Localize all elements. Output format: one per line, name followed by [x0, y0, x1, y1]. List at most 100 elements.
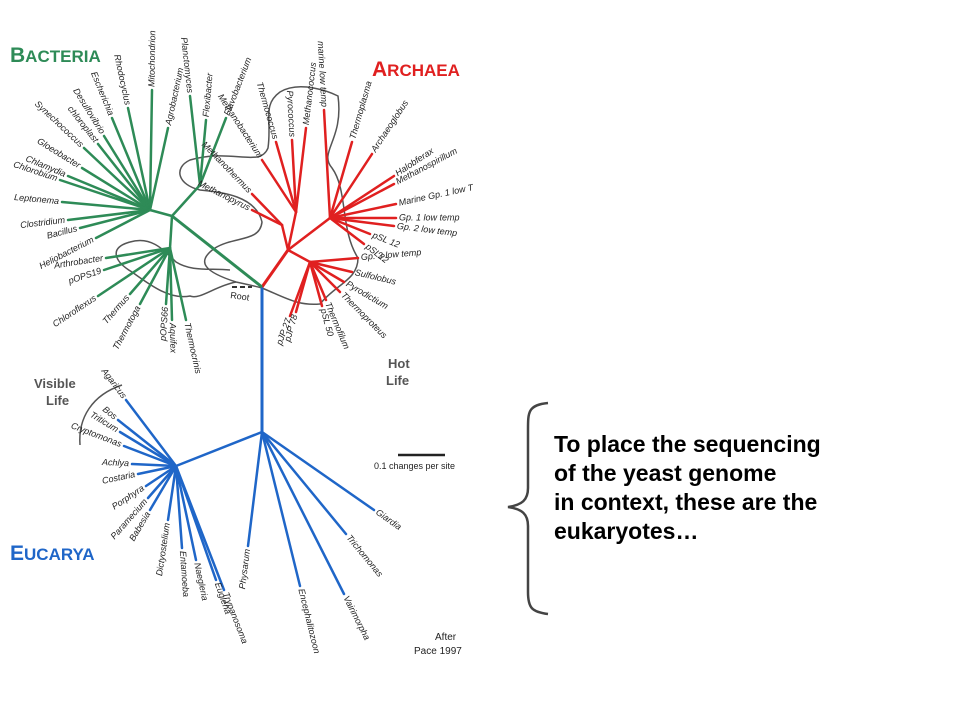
branch-trypanosoma — [174, 464, 226, 592]
taxon-label-pops66: pOPS66 — [158, 307, 170, 343]
taxon-label-thermococcus: Thermococcus — [255, 81, 281, 141]
branch-naegleria — [174, 464, 198, 562]
taxon-label-pyrococcus: Pyrococcus — [285, 90, 298, 137]
branch-heliobacterium — [94, 208, 152, 240]
branch-cryptomonas — [122, 444, 178, 468]
branch-bos — [116, 418, 178, 468]
taxon-label-trypanosoma: Trypanosoma — [221, 591, 250, 645]
branch-psl-12 — [328, 216, 372, 236]
archaea-domain-title: ARCHAEA — [372, 58, 460, 81]
taxon-label-thermocrinis: Thermocrinis — [182, 322, 203, 375]
taxon-label-dictyostelium: Dictyostelium — [154, 522, 172, 577]
root-to-archaea-branch — [260, 249, 290, 288]
taxon-label-chloroflexus: Chloroflexus — [51, 293, 99, 329]
branch-marine-low-temp — [322, 108, 332, 220]
eucarya-domain-title: EUCARYA — [10, 542, 95, 565]
branch-desulfovibrio — [102, 134, 152, 212]
hot-life-outline — [179, 86, 359, 306]
branch-synechococcus — [82, 146, 152, 212]
taxon-label-agrobacterium: Agrobacterium — [163, 66, 186, 127]
taxon-label-methanococcus: Methanococcus — [301, 61, 318, 125]
branch-thermoproteus — [308, 260, 342, 294]
branch-pops19 — [102, 246, 172, 272]
archaea-internal-branch-1 — [286, 216, 332, 252]
branch-thermocrinis — [168, 246, 188, 322]
bacteria-domain-title: BACTERIA — [10, 44, 101, 67]
branch-pjp-27 — [288, 260, 312, 318]
branch-methanopyrus — [250, 208, 284, 227]
branch-triticum — [118, 430, 178, 468]
branch-thermococcus — [274, 140, 298, 214]
branch-planctomyces — [188, 94, 202, 187]
hot-life-label-line2: Life — [386, 373, 409, 388]
tree-branches — [58, 88, 398, 596]
caption-line-4: eukaryotes… — [554, 518, 699, 544]
caption: To place the sequencing of the yeast gen… — [554, 430, 954, 546]
branch-psl22 — [328, 216, 366, 246]
taxon-label-achlya: Achlya — [101, 457, 129, 468]
visible-life-label-line2: Life — [46, 393, 69, 408]
taxon-label-agaricus: Agaricus — [99, 366, 129, 401]
branch-agaricus — [124, 398, 178, 468]
visible-life-label-line1: Visible — [34, 376, 76, 391]
taxon-label-encephalitozoon: Encephalitozoon — [296, 588, 322, 655]
bacteria-internal-branch-1 — [168, 214, 174, 250]
branch-encephalitozoon — [260, 430, 302, 588]
taxon-label-rhodocyclus: Rhodocyclus — [112, 54, 133, 107]
bacteria-internal-branch-0 — [148, 208, 174, 218]
branch-leptonema — [60, 200, 152, 212]
archaea-internal-branch-0 — [286, 210, 298, 252]
citation-line1: After — [435, 632, 457, 643]
branch-rhodocyclus — [126, 106, 152, 212]
branch-costaria — [136, 464, 178, 476]
branch-paramecium — [146, 464, 178, 500]
branch-aquifex — [168, 246, 174, 322]
branch-entamoeba — [174, 464, 184, 550]
branch-clostridium — [66, 208, 152, 222]
branch-gloeobacter — [80, 166, 152, 212]
branch-chloroflexus — [96, 246, 172, 298]
branch-pyrococcus — [290, 138, 298, 214]
branch-pyrodictium — [308, 260, 346, 284]
branch-methanococcus — [294, 126, 308, 214]
branch-physarum — [246, 430, 264, 548]
taxon-label-naegleria: Naegleria — [192, 562, 210, 602]
caption-line-2: of the yeast genome — [554, 460, 777, 486]
branch-methanospirillum — [328, 182, 396, 220]
root-label: Root — [230, 290, 251, 303]
eucarya-internal-branch-0 — [174, 430, 264, 468]
branch-marine-gp-1-low-t — [328, 202, 398, 220]
taxon-label-sulfolobus: Sulfolobus — [354, 267, 398, 287]
branch-flavobacterium — [198, 116, 228, 187]
branch-sulfolobus — [308, 260, 354, 274]
taxon-label-trichomonas: Trichomonas — [345, 533, 386, 579]
hot-life-label-line1: Hot — [388, 356, 410, 371]
branch-methanothermus — [250, 192, 284, 227]
taxon-label-gp-2-low-temp: Gp. 2 low temp — [396, 221, 457, 238]
branch-thermotoga — [138, 246, 172, 306]
taxon-label-leptonema: Leptonema — [14, 192, 60, 206]
branch-thermus — [128, 246, 172, 296]
branch-methanobacterium — [260, 158, 298, 214]
archaea-internal-branch-2 — [286, 248, 312, 264]
branch-porphyra — [144, 464, 178, 488]
taxon-label-aquifex: Aquifex — [168, 322, 179, 354]
taxon-label-mitochondrion: Mitochondrion — [146, 30, 157, 87]
visible-life-bracket — [79, 384, 123, 446]
branch-thermoplasma — [328, 140, 354, 220]
hot-life-bacteria-outline — [115, 239, 237, 298]
bacteria-internal-branch-2 — [170, 183, 202, 218]
archaea-internal-branch-3 — [280, 223, 290, 252]
root-to-bacteria-branch — [171, 214, 263, 289]
taxon-label-archaeoglobus: Archaeoglobus — [368, 98, 410, 155]
branch-flexibacter — [198, 118, 208, 187]
branch-achlya — [130, 462, 178, 468]
taxon-label-thermoplasma: Thermoplasma — [347, 80, 373, 140]
branch-dictyostelium — [166, 464, 178, 522]
taxon-label-pops19: pOPS19 — [66, 266, 102, 287]
citation-line2: Pace 1997 — [414, 646, 462, 657]
taxon-label-gp-3-low-temp: Gp. 3 low temp — [361, 247, 422, 262]
caption-line-3: in context, these are the — [554, 489, 818, 515]
